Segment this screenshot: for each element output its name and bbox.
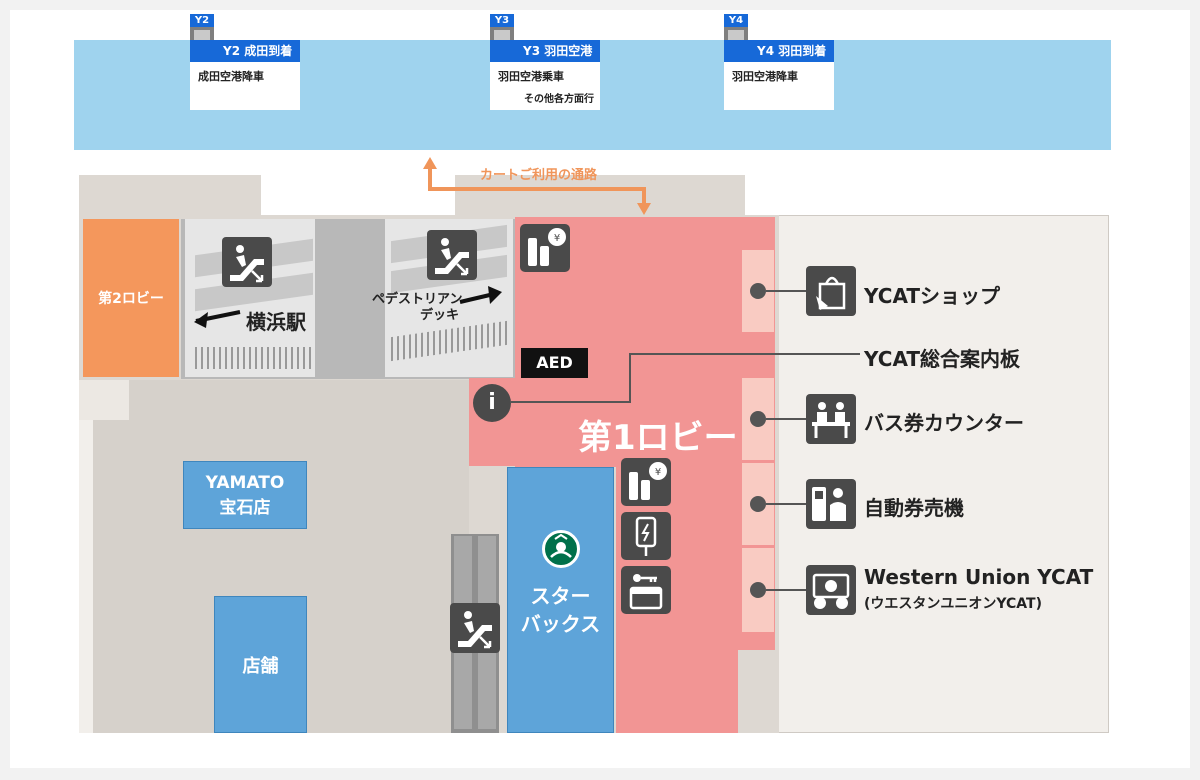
bus-stop-y3[interactable]: Y3 羽田空港行 羽田空港乗車 その他各方面行 <box>490 40 600 110</box>
stop-subtitle: 羽田空港乗車 <box>498 70 564 83</box>
stop-title: Y3 羽田空港行 <box>490 40 600 80</box>
coin-locker-icon <box>621 566 671 614</box>
stop-title: Y4 羽田到着 <box>724 40 834 62</box>
stop-subtitle: 羽田空港降車 <box>732 70 798 83</box>
lobby-1-label: 第1ロビー <box>578 418 738 458</box>
legend-label: YCATショップ <box>864 284 1001 308</box>
bus-stop-y4[interactable]: Y4 羽田到着 羽田空港降車 <box>724 40 834 110</box>
pedestrian-deck-label-2: デッキ <box>420 308 460 323</box>
stop-subtitle: 成田空港降車 <box>198 70 264 83</box>
floor-area <box>79 175 261 219</box>
legend-dot <box>750 582 766 598</box>
lobby-2[interactable]: 第2ロビー <box>83 219 179 377</box>
starbucks[interactable]: スター バックス <box>507 467 614 733</box>
floor-area <box>129 380 469 420</box>
stop-title: Y2 成田到着 <box>190 40 300 62</box>
yamato-label: YAMATO <box>205 472 285 493</box>
yamato-label-2: 宝石店 <box>219 497 271 518</box>
stop-note: その他各方面行 <box>524 94 594 105</box>
info-icon[interactable]: i <box>473 384 511 422</box>
svg-text:¥: ¥ <box>554 233 560 244</box>
stop-code: Y3 <box>490 14 514 27</box>
info-leader-line <box>510 353 860 403</box>
svg-text:¥: ¥ <box>655 467 661 478</box>
legend-dot <box>750 411 766 427</box>
floor-notch <box>79 380 129 420</box>
legend-label: Western Union YCAT <box>864 565 1094 589</box>
escalator-icon <box>427 230 477 280</box>
stop-code: Y4 <box>724 14 748 27</box>
currency-exchange-icon[interactable] <box>806 565 856 615</box>
legend-dot <box>750 496 766 512</box>
starbucks-label-2: バックス <box>520 612 601 636</box>
shop[interactable]: 店舗 <box>214 596 307 733</box>
escalator-icon <box>222 237 272 287</box>
legend-label: バス券カウンター <box>864 411 1024 435</box>
aed-sign[interactable]: AED <box>521 348 588 378</box>
yokohama-station-label: 横浜駅 <box>246 310 306 334</box>
starbucks-logo <box>542 530 580 568</box>
bus-stop-y2[interactable]: Y2 成田到着 成田空港降車 <box>190 40 300 110</box>
lobby-1-extension <box>616 640 738 733</box>
legend-label: 自動券売機 <box>864 496 964 520</box>
escalator-icon <box>450 603 500 653</box>
vending-machine-icon: ¥ <box>621 458 671 506</box>
cart-path-arrow <box>423 157 651 215</box>
floor-notch <box>79 420 93 733</box>
ticket-machine-icon[interactable] <box>806 479 856 529</box>
legend-dot <box>750 283 766 299</box>
cart-path-label: カートご利用の通路 <box>480 168 598 183</box>
lobby-2-label: 第2ロビー <box>98 291 164 307</box>
shopping-bag-icon[interactable] <box>806 266 856 316</box>
yamato-jewelry-shop[interactable]: YAMATO 宝石店 <box>183 461 307 529</box>
phone-charging-icon <box>621 512 671 560</box>
legend-sublabel: (ウエスタンユニオンYCAT) <box>864 596 1043 612</box>
floor-area <box>455 175 745 219</box>
legend-label: YCAT総合案内板 <box>864 347 1021 371</box>
arrow-right-icon <box>459 286 502 304</box>
stop-code: Y2 <box>190 14 214 27</box>
arrow-left-icon <box>194 310 241 328</box>
pedestrian-deck-label: ペデストリアン <box>372 292 463 307</box>
shop-label: 店舗 <box>242 655 279 677</box>
bus-ticket-counter-icon[interactable] <box>806 394 856 444</box>
vending-machine-icon: ¥ <box>520 224 570 272</box>
starbucks-label: スター <box>530 584 591 608</box>
